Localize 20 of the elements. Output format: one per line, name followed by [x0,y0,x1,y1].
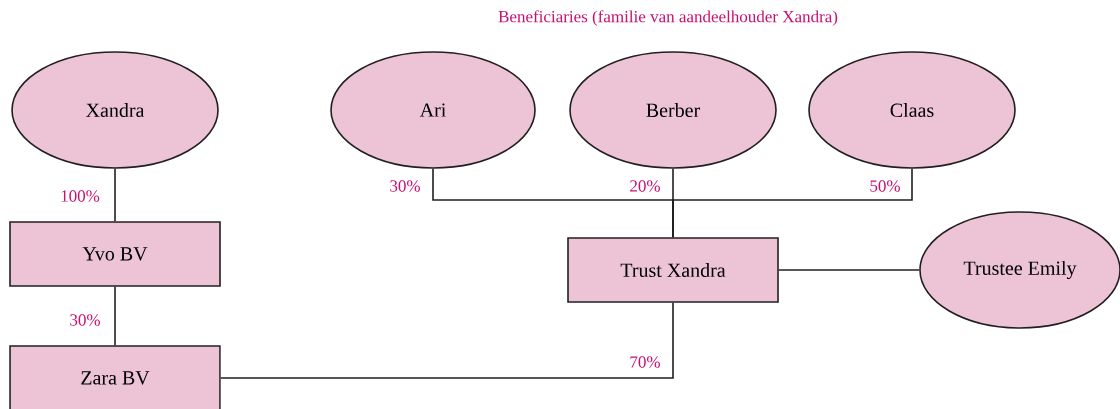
entity-box: Yvo BV [9,221,221,287]
connector-line [672,168,913,238]
percentage-label: 30% [70,314,100,326]
connector-line [778,269,920,271]
connector-line [220,302,674,379]
connector-line [114,168,116,222]
entity-box: Trust Xandra [567,237,779,303]
percentage-label: 100% [61,190,100,202]
ellipse-node: Xandra [11,51,219,169]
ellipse-node: Claas [808,51,1016,169]
connector-line [114,286,116,346]
ellipse-node: Trustee Emily [919,211,1120,329]
entity-box: Zara BV [9,345,221,409]
percentage-label: 70% [630,356,660,368]
percentage-label: 20% [630,180,660,192]
ellipse-node: Berber [569,51,777,169]
ellipse-node: Ari [330,51,536,169]
percentage-label: 30% [390,180,420,192]
percentage-label: 50% [870,180,900,192]
heading: Beneficiaries (familie van aandeelhouder Xandra) [498,10,838,26]
